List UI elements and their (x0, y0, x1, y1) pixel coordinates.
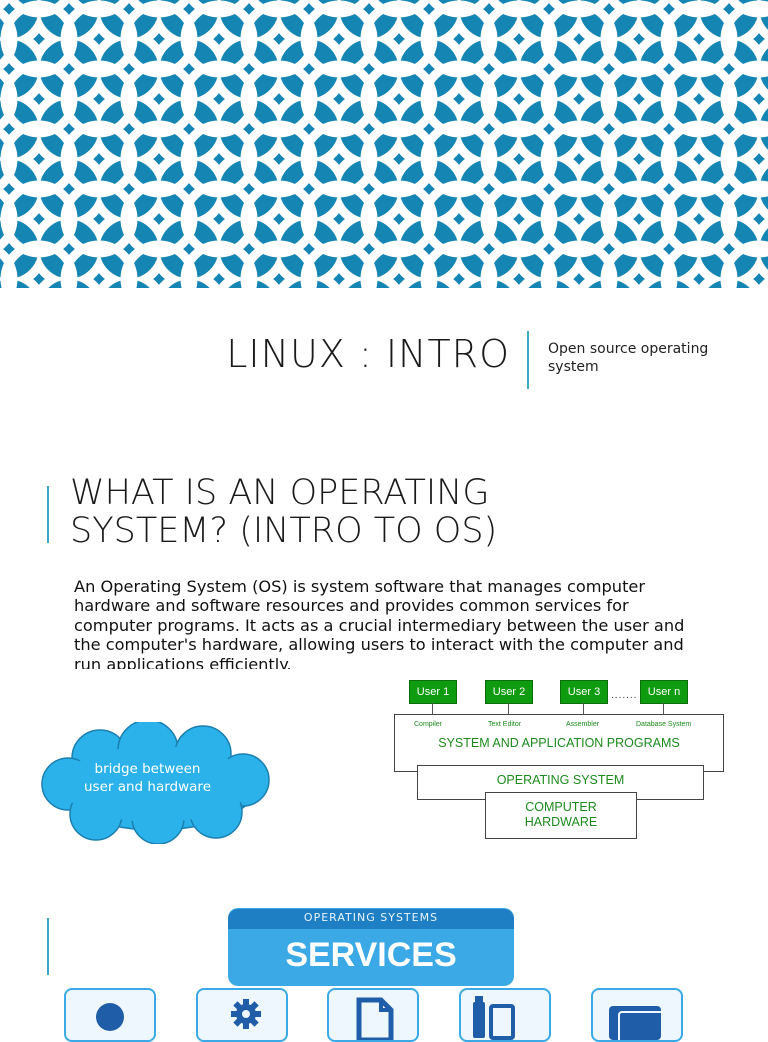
slide-subtitle: Open source operating system (548, 341, 709, 375)
connector-line (583, 703, 584, 714)
os-definition-paragraph: An Operating System (OS) is system softw… (74, 577, 685, 669)
services-title: SERVICES (285, 936, 457, 974)
services-kicker: OPERATING SYSTEMS (303, 911, 439, 924)
hardware-label-line-1: COMPUTER (525, 800, 597, 814)
service-tile-folder (591, 988, 683, 1042)
tool-label-text-editor: Text Editor (488, 721, 522, 728)
operating-system-label: OPERATING SYSTEM (496, 773, 625, 787)
section-heading-line-1: WHAT IS AN OPERATING (70, 473, 490, 513)
decorative-pattern-banner (0, 0, 768, 288)
tool-label-compiler: Compiler (414, 721, 443, 728)
connector-line (663, 703, 664, 714)
heading-accent-bar (47, 918, 49, 975)
tool-label-assembler: Assembler (566, 721, 600, 728)
cloud-shape (41, 722, 270, 844)
section-heading-line-2: SYSTEM? (INTRO TO OS) (70, 511, 498, 551)
service-tile-device (459, 988, 551, 1042)
user-box-1: User 1 (409, 680, 457, 704)
user-box-3: User 3 (560, 680, 608, 704)
slide-title: LINUX : INTRO (226, 332, 510, 376)
heading-accent-bar (47, 486, 49, 543)
services-banner-top-strip (228, 909, 514, 929)
title-divider (527, 331, 529, 389)
cloud-caption-line-1: bridge between (94, 761, 201, 777)
user-box-2: User 2 (485, 680, 533, 704)
hardware-label: COMPUTER HARDWARE (485, 800, 637, 830)
cloud-caption-line-2: user and hardware (83, 779, 211, 795)
section-heading: WHAT IS AN OPERATING SYSTEM? (INTRO TO O… (70, 474, 730, 550)
users-ellipsis: ....... (611, 690, 638, 701)
tool-label-database-system: Database System (636, 721, 692, 728)
service-tile-document (327, 988, 419, 1042)
user-box-n: User n (640, 680, 688, 704)
service-tile-user (64, 988, 156, 1042)
cloud-caption: bridge between user and hardware (60, 760, 235, 796)
document-icon (356, 997, 394, 1040)
hardware-layer (485, 792, 637, 839)
connector-line (508, 703, 509, 714)
gear-icon (231, 999, 261, 1029)
user-icon (96, 1003, 124, 1031)
connector-line (432, 703, 433, 714)
system-programs-label: SYSTEM AND APPLICATION PROGRAMS (438, 736, 680, 750)
service-tile-settings (196, 988, 288, 1042)
hardware-label-line-2: HARDWARE (524, 815, 598, 829)
folder-icon (609, 1006, 670, 1040)
usb-device-icon (473, 996, 515, 1040)
